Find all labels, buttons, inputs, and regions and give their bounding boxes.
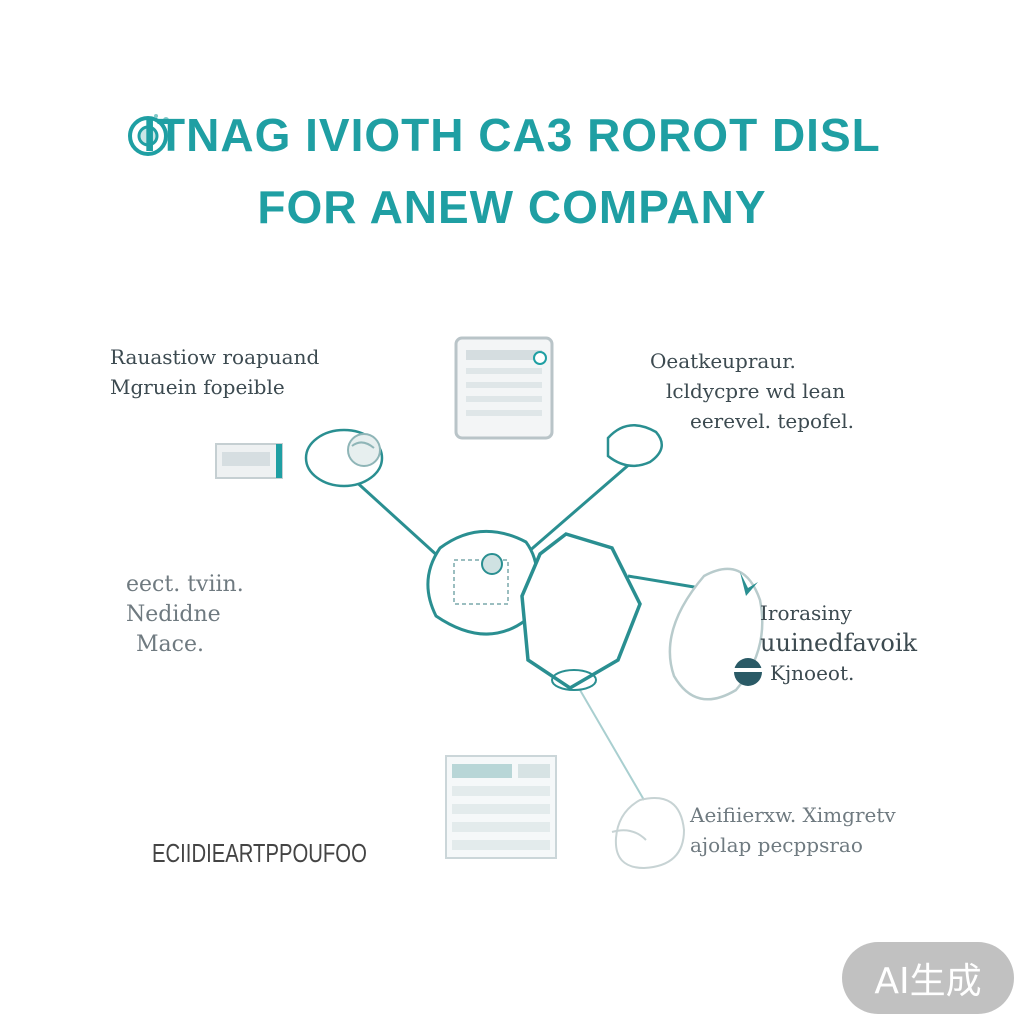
label-bottom-right: Aeifiierxw. Ximgretv ajolap pecppsrao [690, 800, 896, 860]
location-pin-icon [606, 424, 663, 468]
label-line: Aeifiierxw. Ximgretv [690, 803, 896, 827]
label-line: ajolap pecppsrao [690, 833, 863, 857]
connector-lines [350, 460, 701, 801]
label-line: Rauastiow roapuand [110, 345, 320, 369]
label-line: uuinedfavoik [760, 629, 918, 657]
label-line: Mgruein fopeible [110, 375, 285, 399]
label-line: eect. tviin. [126, 572, 244, 597]
label-line: Irorasiny [760, 601, 852, 625]
label-top-right: Oeatkeupraur. lcldycpre wd lean eerevel.… [650, 346, 854, 436]
hub-node-left-icon [426, 529, 539, 636]
label-line: Oeatkeupraur. [650, 349, 796, 373]
label-line: eerevel. tepofel. [690, 409, 855, 433]
logo-badge-icon [126, 112, 176, 164]
label-middle-right: Irorasiny uuinedfavoik Kjnoeot. [760, 598, 917, 688]
bulb-node-icon [668, 567, 764, 701]
stacked-panel-icon [445, 755, 557, 859]
label-bottom-left: ECIIDIEARTPPOUFOO [152, 838, 367, 868]
label-line: Kjnoeot. [770, 661, 855, 685]
label-top-left: Rauastiow roapuand Mgruein fopeible [110, 342, 319, 402]
hub-node-hexagon-icon [520, 532, 642, 691]
diagram-title-line-2: FOR ANEW COMPANY [257, 181, 767, 233]
window-card-icon [454, 336, 554, 440]
label-middle-left: eect. tviin. Nedidne Mace. [126, 570, 244, 660]
label-line: Nedidne [126, 602, 221, 627]
label-line: lcldycpre wd lean [666, 379, 846, 403]
diagram-title-line-1: ITNAG IVIOTH CA3 ROROT DISL [143, 109, 881, 161]
panel-card-icon [215, 443, 283, 479]
ai-generated-watermark: AI生成 [842, 942, 1014, 1014]
globe-pin-icon [304, 428, 384, 488]
sketch-leaf-icon [611, 797, 686, 870]
label-line: Mace. [136, 632, 204, 657]
